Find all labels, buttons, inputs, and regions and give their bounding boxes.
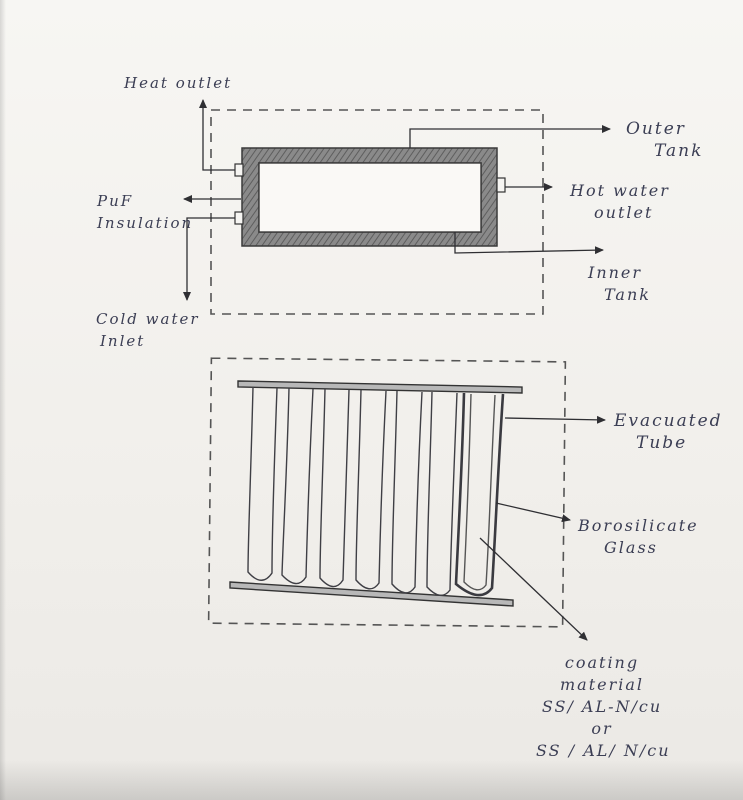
top-header-bar <box>237 380 523 394</box>
bottom-header-bar <box>229 581 514 607</box>
collector-diagram <box>207 357 606 641</box>
hot-outlet-port <box>496 177 506 193</box>
tank-dashed-outline <box>210 109 544 315</box>
inner-tank-arrow <box>454 232 604 255</box>
borosilicate-glass-label: Borosilicate Glass <box>578 516 699 557</box>
inner-tank <box>258 162 482 233</box>
evacuated-tube-label: Evacuated Tube <box>614 411 723 453</box>
heat-outlet-port <box>234 163 244 177</box>
tube-2 <box>281 387 314 585</box>
tube-5 <box>391 390 423 594</box>
puf-insulation-label: PuF Insulation <box>97 192 194 232</box>
inner-tank-label: Inner Tank <box>588 263 651 304</box>
borosilicate-arrow <box>495 502 571 523</box>
tube-3 <box>319 388 350 588</box>
heat-outlet-arrow <box>199 99 235 171</box>
outer-tank-arrow <box>409 125 611 148</box>
tube-1 <box>247 386 278 581</box>
page-shadow <box>0 760 743 800</box>
evacuated-tube-arrow <box>504 415 606 424</box>
paper-edge <box>0 0 6 800</box>
outer-tank-label: Outer Tank <box>626 119 704 161</box>
cold-water-arrow <box>183 217 235 301</box>
cold-inlet-port <box>234 211 244 225</box>
coated-tube-inner <box>463 393 496 591</box>
cold-water-inlet-label: Cold water Inlet <box>96 310 200 350</box>
evacuated-tubes <box>247 386 458 596</box>
heat-outlet-label: Heat outlet <box>124 74 233 92</box>
tube-4 <box>355 389 387 590</box>
hot-water-outlet-label: Hot water outlet <box>570 181 670 222</box>
coating-material-label: coating material SS/ AL-N/cu or SS / AL/… <box>536 653 671 760</box>
tube-6 <box>426 391 458 596</box>
collector-dashed-outline <box>207 357 567 628</box>
coating-arrow <box>479 537 588 641</box>
coated-tube-outer <box>454 392 505 597</box>
tank-diagram <box>183 99 611 315</box>
